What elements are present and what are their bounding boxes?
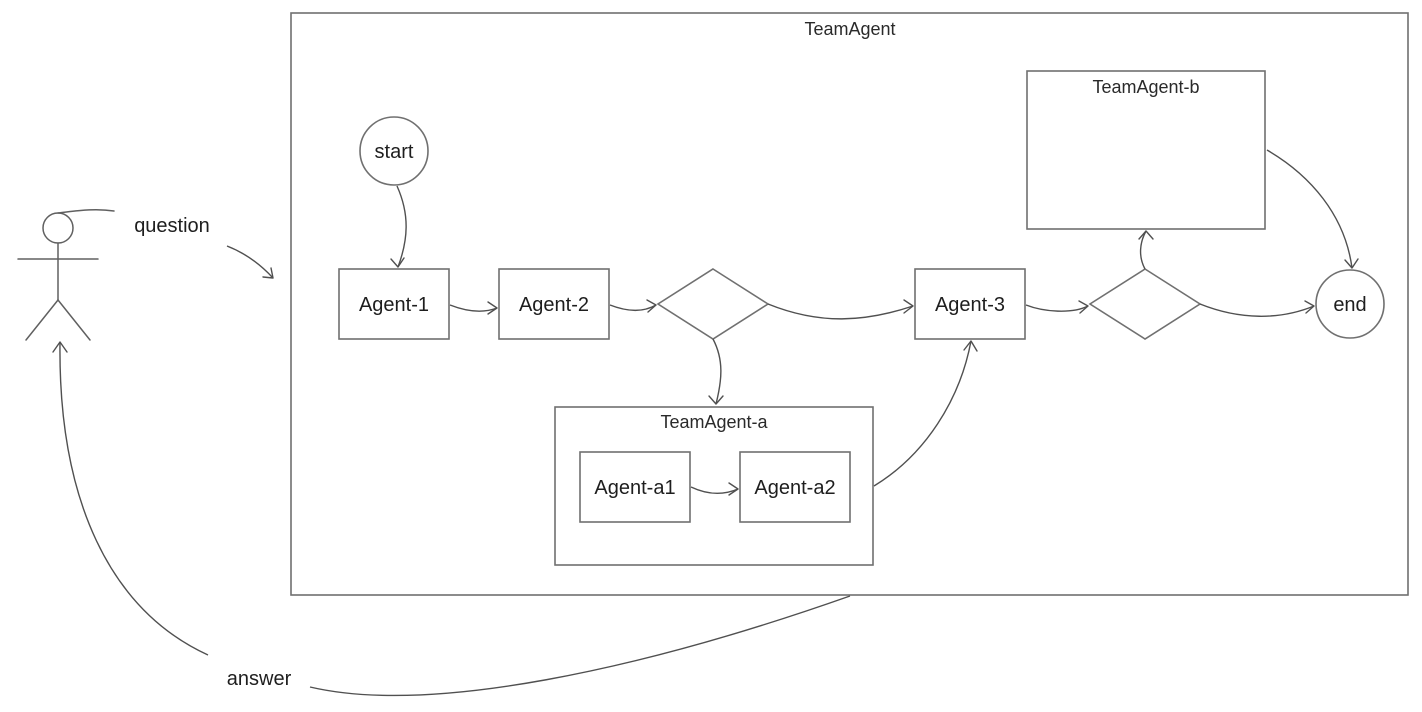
answer-path-left xyxy=(59,341,209,656)
edge-diamond1-agent3 xyxy=(767,303,914,320)
end-label: end xyxy=(1333,294,1366,316)
decision-diamond-2 xyxy=(1088,268,1202,340)
question-arrow xyxy=(226,245,274,279)
agent-a2-node xyxy=(739,451,851,523)
actor-left-leg xyxy=(25,299,59,341)
edge-diamond1-agent3-head xyxy=(903,299,914,314)
question-label: question xyxy=(134,215,210,237)
edge-agent1-agent2-head xyxy=(487,301,498,315)
actor-head xyxy=(42,212,74,244)
edge-diamond2-teamb-head xyxy=(1138,230,1154,240)
edge-diamond2-teamb xyxy=(1139,230,1147,270)
edge-agent1-agent2 xyxy=(449,304,498,312)
agent-1-node xyxy=(338,268,450,340)
edge-diamond2-end-head xyxy=(1304,300,1315,314)
edge-teamb-end-head xyxy=(1344,258,1359,269)
edge-agenta1-agenta2-head xyxy=(728,482,739,496)
agent-1-label: Agent-1 xyxy=(359,294,429,316)
edge-teama-agent3 xyxy=(873,340,972,487)
start-node xyxy=(359,116,429,186)
edge-agent2-diamond1 xyxy=(609,304,657,311)
decision-diamond-1 xyxy=(656,268,770,340)
start-label: start xyxy=(375,141,414,163)
edge-diamond2-end xyxy=(1199,303,1315,317)
edge-agent2-diamond1-head xyxy=(646,299,657,313)
edge-agent3-diamond2-head xyxy=(1078,300,1089,314)
edge-start-agent1 xyxy=(396,185,407,268)
agent-2-label: Agent-2 xyxy=(519,294,589,316)
edge-start-agent1-head xyxy=(390,257,405,268)
user-actor xyxy=(17,209,115,341)
answer-label: answer xyxy=(227,668,292,690)
edge-teamb-end xyxy=(1266,149,1353,269)
question-arrowhead xyxy=(262,267,274,279)
actor-right-leg xyxy=(57,299,91,341)
edge-teama-agent3-head xyxy=(963,340,978,352)
team-agent-b-title: TeamAgent-b xyxy=(1092,77,1199,97)
agent-3-node xyxy=(914,268,1026,340)
team-agent-frame xyxy=(290,12,1409,596)
edge-diamond1-teama-head xyxy=(708,395,724,405)
agent-a1-node xyxy=(579,451,691,523)
team-agent-title: TeamAgent xyxy=(804,19,895,39)
agent-a2-label: Agent-a2 xyxy=(754,477,835,499)
end-node xyxy=(1315,269,1385,339)
agent-3-label: Agent-3 xyxy=(935,294,1005,316)
team-agent-a-title: TeamAgent-a xyxy=(660,412,768,432)
agent-2-node xyxy=(498,268,610,340)
edge-agent3-diamond2 xyxy=(1025,304,1089,312)
answer-arrowhead xyxy=(52,341,68,353)
edges xyxy=(52,149,1359,697)
team-agent-a-frame xyxy=(554,406,874,566)
edge-diamond1-teama xyxy=(712,338,722,405)
actor-hair-stroke xyxy=(57,209,115,214)
answer-path-right xyxy=(309,595,851,697)
edge-agenta1-agenta2 xyxy=(690,486,739,494)
agent-a1-label: Agent-a1 xyxy=(594,477,675,499)
team-agent-b-frame xyxy=(1026,70,1266,230)
